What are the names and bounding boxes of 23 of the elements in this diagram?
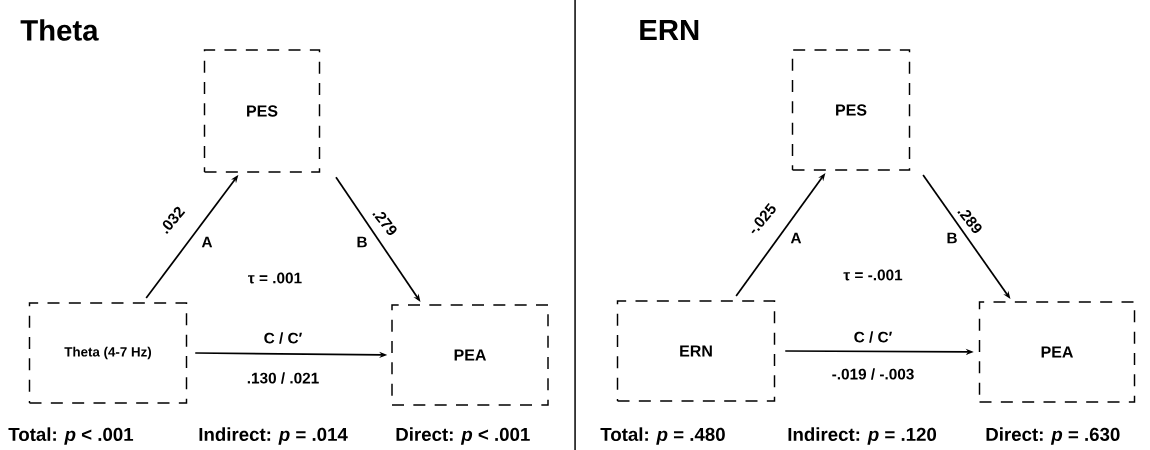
dashed-box: PES xyxy=(791,49,911,171)
dashed-box: Theta (4-7 Hz) xyxy=(28,302,188,404)
path-label: B xyxy=(357,236,367,248)
edge-label: .289 xyxy=(957,210,982,233)
edge-label: C / C′ xyxy=(264,332,302,344)
dashed-box: PEA xyxy=(978,301,1136,403)
p-value-text: Indirect: p = .014 xyxy=(199,427,348,445)
path-label: A xyxy=(201,236,213,248)
path-label: τ = .001 xyxy=(248,272,302,284)
panel-title: ERN xyxy=(640,19,699,41)
path-label: B xyxy=(947,232,957,244)
dashed-box: PES xyxy=(203,49,321,173)
p-value-text: Total: p < .001 xyxy=(8,427,134,445)
path-label: -.019 / -.003 xyxy=(832,368,914,380)
p-value-text: Indirect: p = .120 xyxy=(788,427,937,445)
p-value-text: Total: p = .480 xyxy=(600,427,725,445)
edge-label: .279 xyxy=(372,212,397,235)
edge-label: C / C′ xyxy=(854,331,893,343)
dashed-box: ERN xyxy=(616,300,776,402)
dashed-box: PEA xyxy=(391,304,549,406)
path-label: .130 / .021 xyxy=(247,372,319,384)
path-label: A xyxy=(790,232,802,244)
path-label: τ = -.001 xyxy=(843,269,903,281)
